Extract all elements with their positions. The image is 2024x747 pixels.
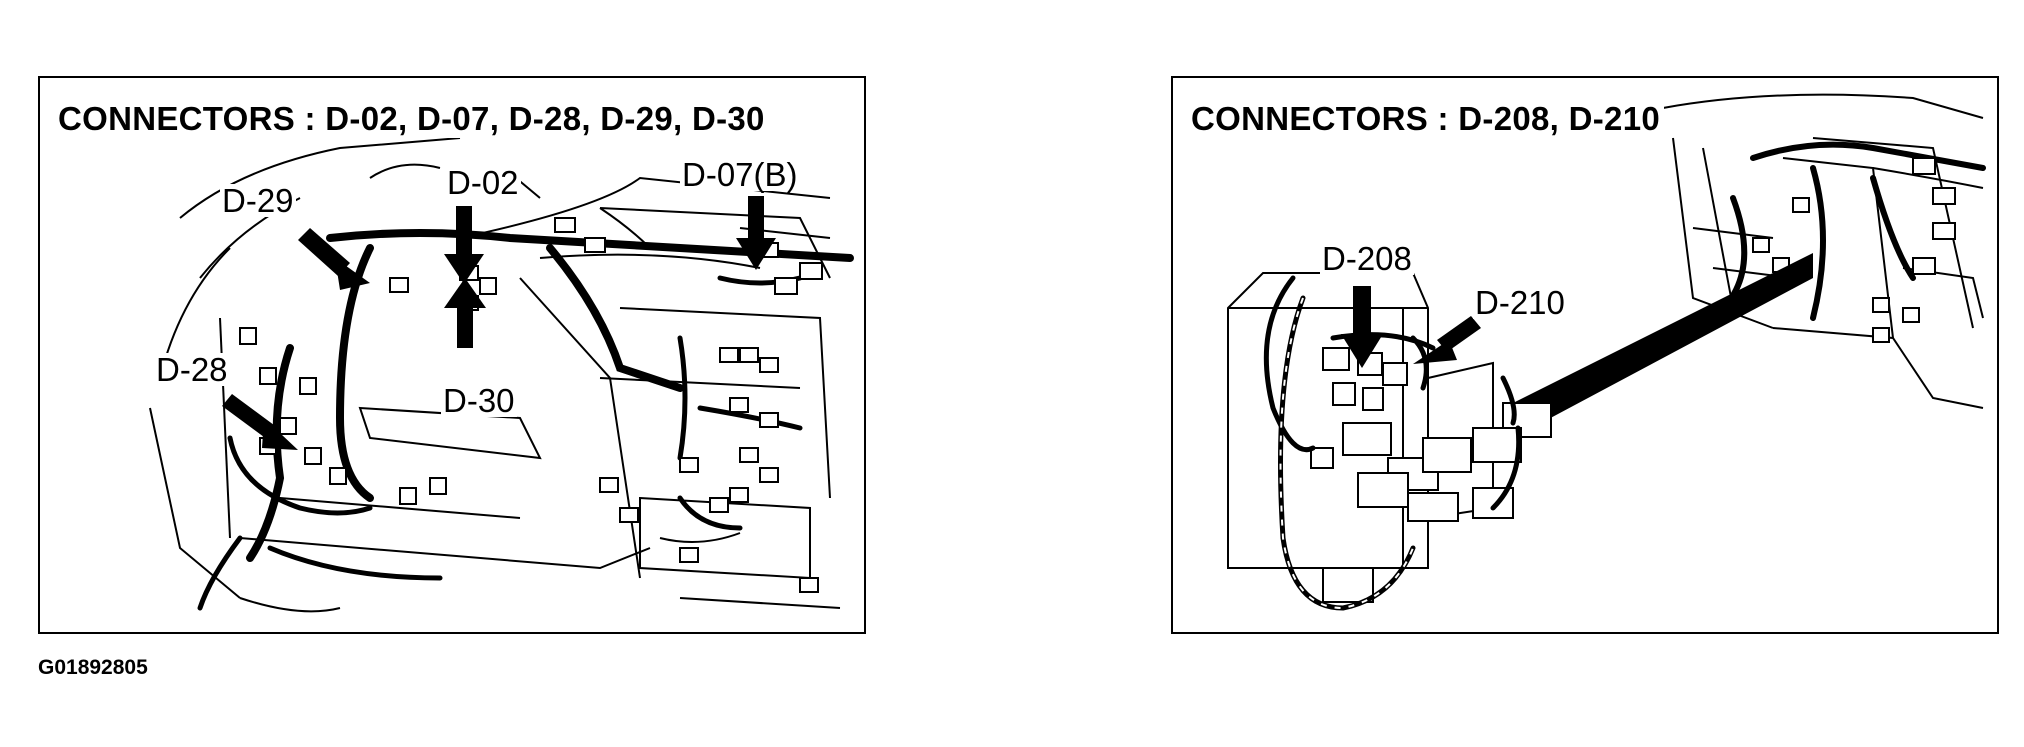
callout-d28: D-28	[154, 351, 230, 388]
callout-d02: D-02	[445, 164, 521, 201]
figure-code: G01892805	[38, 656, 148, 679]
callout-d208: D-208	[1320, 240, 1414, 277]
fuse-box-harness-drawing	[1227, 93, 1986, 611]
left-panel-title: CONNECTORS : D-02, D-07, D-28, D-29, D-3…	[54, 100, 769, 138]
callout-d29: D-29	[220, 182, 296, 219]
callout-d30: D-30	[441, 382, 517, 419]
right-panel-title: CONNECTORS : D-208, D-210	[1187, 100, 1665, 138]
callout-d07b: D-07(B)	[680, 156, 800, 193]
left-connector-panel: CONNECTORS : D-02, D-07, D-28, D-29, D-3…	[38, 76, 866, 634]
right-connector-panel: CONNECTORS : D-208, D-210 D-208 D-210	[1171, 76, 1999, 634]
callout-d210: D-210	[1473, 284, 1567, 321]
